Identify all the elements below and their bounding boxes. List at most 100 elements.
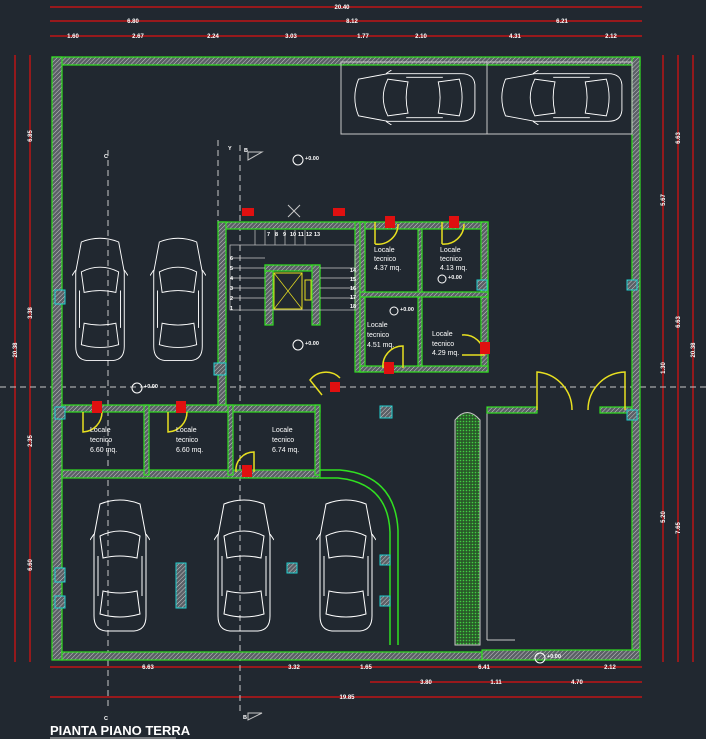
stair-step-number: 12 [306,232,312,238]
ramp-and-garden [309,371,633,646]
dim-text: 3.32 [288,665,300,671]
dimensions-bottom: 6.63 3.32 1.65 6.41 2.12 3.80 1.11 4.70 … [50,665,642,701]
dim-text: 6.41 [478,665,490,671]
elevation-label: +0.00 [144,384,158,390]
room-label: Locale [272,427,293,434]
section-b-label: B [243,715,247,721]
dim-text: 20.40 [334,5,350,11]
elevation-label: +0.00 [448,275,462,281]
car-icon [354,70,476,125]
stair-step-number: 10 [290,232,296,238]
room-area: 6.74 mq. [272,447,299,454]
stair-step-number: 4 [230,276,234,282]
dim-text: 6.63 [676,132,682,144]
room-label: Locale [432,331,453,338]
dim-text: 1.11 [490,680,502,686]
stair-step-number: 11 [298,232,304,238]
elevation-markers: +0.00 +0.00 +0.00 +0.00 +0.00 +0.00 [131,154,561,664]
dim-text: 19.85 [339,695,355,701]
columns [54,279,638,609]
room-label: Locale [176,427,197,434]
dim-text: 1.30 [661,362,667,374]
stair-step-number: 2 [230,296,233,302]
axis-y-label: Y [228,146,232,152]
dim-text: 1.77 [357,34,369,40]
car-icon [316,499,376,632]
stair-step-number: 18 [350,304,356,310]
dim-text: 2.24 [207,34,219,40]
dim-text: 1.60 [67,34,79,40]
door-markers [92,208,490,477]
dim-text: 6.63 [142,665,154,671]
dim-text: 4.70 [571,680,583,686]
car-icon [72,237,128,362]
dim-text: 3.38 [28,307,34,319]
elevation-label: +0.00 [305,156,319,162]
car-icon [214,499,274,632]
room-label: tecnico [176,437,198,444]
dim-text: 2.12 [604,665,616,671]
dim-text: 2.67 [132,34,144,40]
car-icon [501,70,623,125]
room-label: tecnico [272,437,294,444]
dim-text: 5.20 [661,511,667,523]
dim-text: 5.67 [661,194,667,206]
stair-step-number: 9 [283,232,286,238]
room-label: tecnico [367,332,389,339]
dim-text: 2.35 [28,435,34,447]
dimensions-left: 20.38 6.85 3.38 2.35 6.60 [13,55,34,662]
dim-text: 8.12 [346,19,358,25]
room-area: 6.60 mq. [176,447,203,454]
car-icon [150,237,206,362]
stair-step-number: 7 [267,232,270,238]
dim-text: 7.65 [676,522,682,534]
elevation-label: +0.00 [547,654,561,660]
section-b-label: B [244,148,248,154]
stair-step-number: 16 [350,286,356,292]
technical-rooms-upper: Locale tecnico 4.37 mq. Locale tecnico 4… [359,221,489,373]
stair-step-number: 13 [314,232,320,238]
room-area: 4.13 mq. [440,265,467,272]
dim-text: 4.31 [509,34,521,40]
section-c-label: C [104,716,108,722]
dimensions-top: 20.40 6.80 8.12 6.21 1.60 2.67 2.24 3.03… [50,5,642,40]
parking-left [72,237,206,362]
elevation-label: +0.00 [400,307,414,313]
room-label: tecnico [90,437,112,444]
room-label: Locale [90,427,111,434]
room-label: Locale [374,247,395,254]
dim-text: 2.12 [605,34,617,40]
stair-core: 6 5 4 3 2 1 7 8 9 10 11 12 13 14 15 16 1… [217,204,364,413]
room-label: tecnico [374,256,396,263]
parking-bottom [90,499,376,632]
elevation-label: +0.00 [305,341,319,347]
car-icon [90,499,150,632]
stair-step-number: 6 [230,256,233,262]
dim-text: 20.38 [691,342,697,358]
dim-text: 3.80 [420,680,432,686]
dim-text: 6.60 [28,559,34,571]
room-label: Locale [440,247,461,254]
outer-walls [51,56,641,661]
dim-text: 6.63 [676,316,682,328]
stair-step-number: 1 [230,306,233,312]
parking-upper [340,61,633,135]
stair-step-number: 17 [350,295,356,301]
stair-step-number: 8 [275,232,278,238]
room-area: 4.51 mq. [367,342,394,349]
dim-text: 6.85 [28,130,34,142]
dim-text: 3.03 [285,34,297,40]
dim-text: 20.38 [13,342,19,358]
technical-rooms-lower: Locale tecnico 6.60 mq. Locale tecnico 6… [61,404,321,476]
room-area: 4.37 mq. [374,265,401,272]
section-c-label: C [104,154,108,160]
dim-text: 1.65 [360,665,372,671]
room-label: tecnico [440,256,462,263]
room-label: tecnico [432,341,454,348]
stair-step-number: 3 [230,286,233,292]
stair-step-number: 14 [350,268,357,274]
dim-text: 6.80 [127,19,139,25]
room-area: 6.60 mq. [90,447,117,454]
stair-step-number: 15 [350,277,356,283]
